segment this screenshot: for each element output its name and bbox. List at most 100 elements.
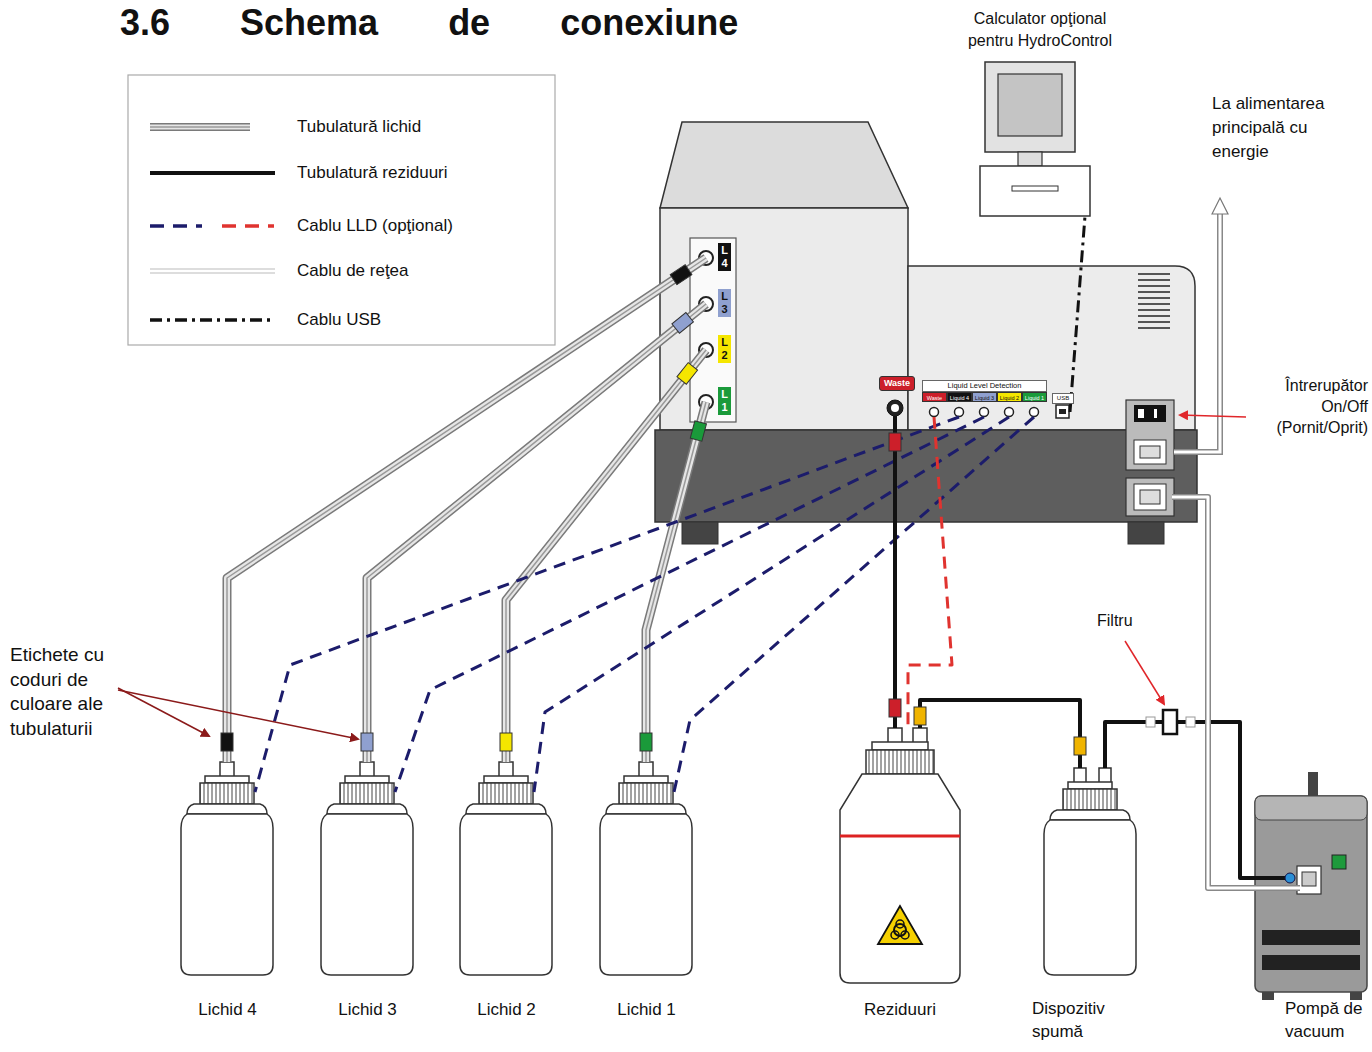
color-tag bbox=[672, 313, 694, 334]
connector-line bbox=[506, 350, 706, 762]
lld-ports-part bbox=[930, 408, 939, 417]
waste-bottle-part bbox=[872, 742, 928, 750]
instrument-illustration-part bbox=[1154, 409, 1157, 418]
lld-ports-part bbox=[1030, 408, 1039, 417]
instrument-illustration-part bbox=[908, 266, 1195, 430]
legend-text: Tubulatură reziduuri bbox=[297, 163, 448, 183]
node-label: Liquid 3 bbox=[972, 392, 997, 402]
node-label: Lichid 4 bbox=[175, 1000, 280, 1020]
vacuum-pump-part bbox=[1297, 866, 1321, 894]
instrument-illustration-part bbox=[1126, 400, 1174, 470]
vent-slots-part bbox=[1138, 315, 1170, 317]
instrument-illustration-part bbox=[660, 122, 908, 208]
filter-symbol-part bbox=[1186, 717, 1195, 727]
filter-symbol-part bbox=[1146, 717, 1155, 727]
node-label: Reziduuri bbox=[835, 1000, 965, 1020]
mains-cable-part bbox=[1212, 198, 1228, 214]
legend-frame-part bbox=[150, 125, 250, 130]
connector-waste bbox=[1105, 722, 1290, 878]
lld-ports-part bbox=[1005, 408, 1014, 417]
connector-line bbox=[227, 258, 706, 762]
page-title: 3.6 Schema de conexiune bbox=[120, 2, 738, 44]
legend-frame-part bbox=[222, 224, 274, 228]
callout-label: Etichete cu coduri de culoare ale tubula… bbox=[10, 643, 135, 742]
waste-bottle-part bbox=[891, 931, 899, 939]
instrument-illustration-part bbox=[1128, 522, 1164, 544]
computer-illustration-part bbox=[998, 74, 1062, 136]
vacuum-pump-part bbox=[1302, 872, 1316, 886]
bottles-part bbox=[460, 762, 552, 975]
connector-line bbox=[920, 700, 1080, 768]
legend-frame-part bbox=[150, 273, 275, 274]
leader-arrows-part bbox=[1125, 641, 1164, 704]
connector-line bbox=[506, 350, 706, 762]
lld-ports-part bbox=[980, 408, 989, 417]
connector-lldr bbox=[908, 417, 952, 728]
connector-line bbox=[674, 417, 1034, 792]
lld-ports-part bbox=[955, 408, 964, 417]
node-label: Lichid 1 bbox=[594, 1000, 699, 1020]
liquid-bottle: Lichid 3 bbox=[315, 762, 420, 1032]
legend-frame bbox=[128, 75, 555, 345]
connector-line bbox=[367, 304, 706, 762]
connector-liq bbox=[500, 350, 706, 762]
waste-bottle-part bbox=[840, 835, 960, 838]
instrument-illustration-part bbox=[1140, 446, 1160, 458]
instrument-illustration-part bbox=[1134, 405, 1166, 422]
connector-lld bbox=[534, 417, 1009, 792]
computer-illustration-part bbox=[980, 166, 1090, 216]
node-label: Calculator opţional pentru HydroControl bbox=[950, 8, 1130, 51]
computer-illustration-part bbox=[1018, 152, 1042, 166]
bottles-part bbox=[1044, 768, 1136, 975]
legend-frame-part bbox=[150, 318, 275, 322]
vent-slots-part bbox=[1138, 321, 1170, 323]
node-label: L3 bbox=[718, 289, 731, 317]
liquid-bottle: Lichid 1 bbox=[594, 762, 699, 1032]
color-tag bbox=[889, 433, 901, 451]
leader-arrows bbox=[118, 415, 1246, 739]
vent-slots bbox=[1138, 274, 1170, 328]
instrument-illustration-part bbox=[655, 430, 1197, 522]
bottles-part bbox=[321, 762, 413, 975]
legend-frame-part bbox=[150, 171, 275, 175]
connector-line bbox=[646, 402, 706, 762]
legend-frame-part bbox=[128, 75, 555, 345]
waste-bottle bbox=[840, 728, 960, 983]
waste-bottle-part bbox=[896, 920, 904, 928]
node-label: L4 bbox=[718, 243, 731, 271]
vacuum-pump: Pompă de vacuum bbox=[1250, 770, 1372, 1050]
leader-arrows-part bbox=[118, 690, 358, 739]
liquid-bottle: Lichid 2 bbox=[454, 762, 559, 1032]
instrument-illustration-part bbox=[1140, 490, 1160, 504]
callout-label: Întrerupător On/Off (Pornit/Oprit) bbox=[1250, 376, 1368, 438]
vacuum-pump-part bbox=[1262, 955, 1360, 970]
vacuum-pump-part bbox=[1350, 992, 1362, 1000]
blue-dot bbox=[1285, 873, 1295, 883]
node-label: Liquid Level Detection bbox=[922, 380, 1047, 392]
legend-frame-part bbox=[150, 123, 250, 131]
instrument-illustration-part bbox=[660, 208, 908, 430]
node-label: Liquid 2 bbox=[997, 392, 1022, 402]
node-label: Lichid 2 bbox=[454, 1000, 559, 1020]
color-tag bbox=[914, 707, 926, 725]
legend-frame-part bbox=[150, 269, 275, 270]
vacuum-pump-part bbox=[1308, 772, 1318, 796]
connector-line bbox=[646, 402, 706, 762]
connector-line bbox=[1105, 722, 1290, 878]
callout-label: Filtru bbox=[1097, 612, 1157, 630]
instrument-illustration-part bbox=[1059, 409, 1066, 414]
vent-slots-part bbox=[1138, 285, 1170, 287]
vent-slots-part bbox=[1138, 273, 1170, 275]
color-tag bbox=[500, 733, 512, 751]
instrument-illustration-part bbox=[1138, 409, 1144, 418]
color-tag bbox=[221, 733, 233, 751]
connector-line bbox=[367, 304, 706, 762]
vent-slots-part bbox=[1138, 327, 1170, 329]
node-label: Liquid 1 bbox=[1022, 392, 1047, 402]
mains-cable bbox=[1174, 198, 1228, 452]
filter-symbol-part bbox=[1163, 710, 1177, 734]
connector-waste bbox=[889, 416, 901, 728]
lld-ports bbox=[930, 408, 1039, 417]
connector-line bbox=[534, 417, 1009, 792]
